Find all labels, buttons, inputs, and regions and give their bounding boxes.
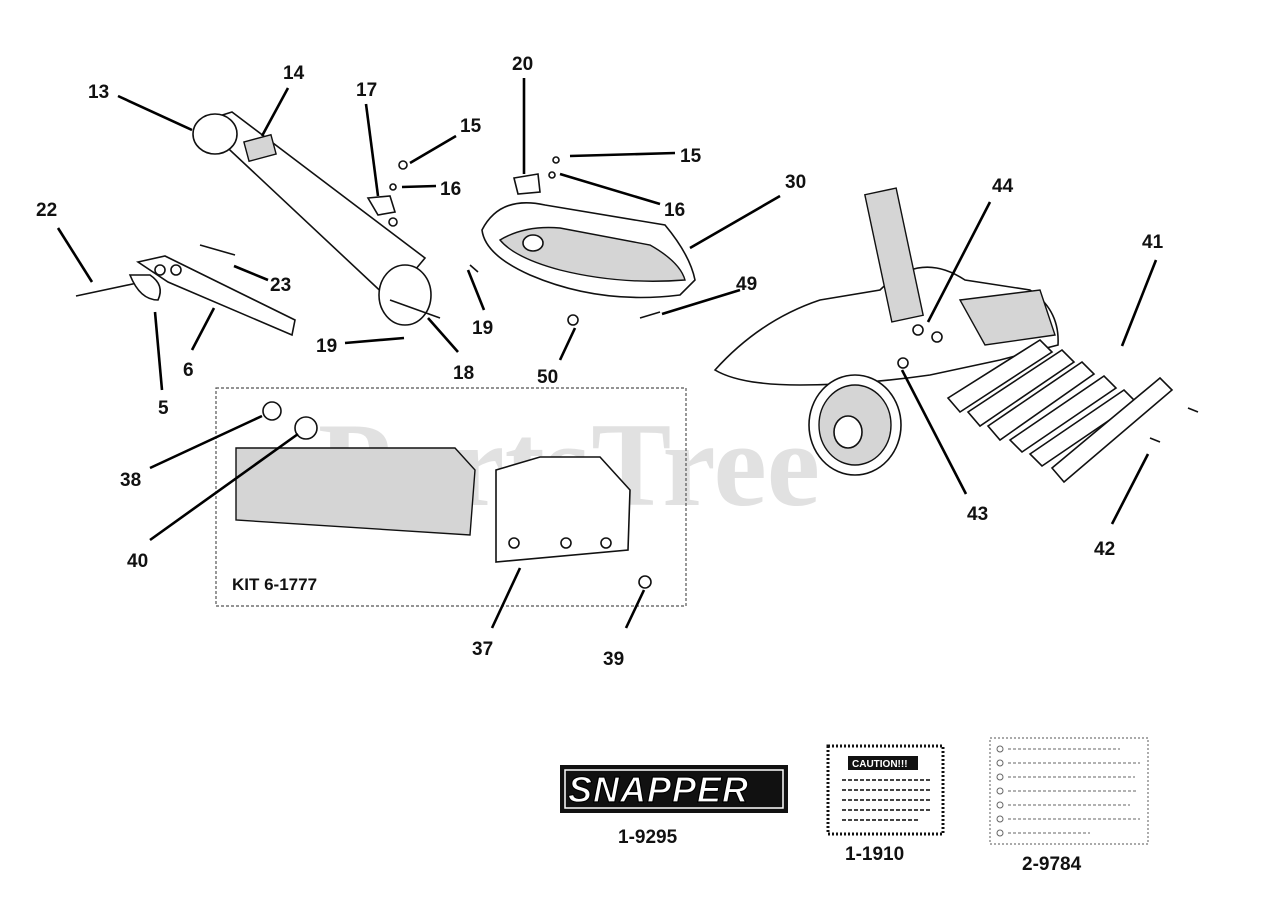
decal-instructions: 2-9784 xyxy=(989,737,1149,875)
callouts: 13 14 17 15 16 20 15 16 30 44 22 23 41 4… xyxy=(36,54,1164,670)
kit-label: KIT 6-1777 xyxy=(232,575,317,594)
baffle-plates-41 xyxy=(946,338,1199,484)
snapper-logo: SNAPPER xyxy=(568,769,749,810)
part-number-1-9295: 1-9295 xyxy=(618,827,678,848)
callout-16: 16 xyxy=(664,200,685,221)
callout-6: 6 xyxy=(183,360,194,381)
decal-snapper: SNAPPER 1-9295 xyxy=(560,765,788,848)
callout-19: 19 xyxy=(316,336,337,357)
callout-50: 50 xyxy=(537,367,558,388)
callout-20: 20 xyxy=(512,54,533,75)
callout-49: 49 xyxy=(736,274,757,295)
callout-39: 39 xyxy=(603,649,624,670)
callout-15: 15 xyxy=(460,116,482,137)
callout-43: 43 xyxy=(967,504,988,525)
callout-30: 30 xyxy=(785,172,806,193)
callout-22: 22 xyxy=(36,200,57,221)
callout-42: 42 xyxy=(1094,539,1115,560)
callout-41: 41 xyxy=(1142,232,1164,253)
callout-15: 15 xyxy=(680,146,702,167)
callout-23: 23 xyxy=(270,275,291,296)
kit-box: KIT 6-1777 xyxy=(215,387,687,607)
callout-5: 5 xyxy=(158,398,169,419)
mower-deck-assembly xyxy=(713,187,1059,476)
callout-16: 16 xyxy=(440,179,461,200)
callout-37: 37 xyxy=(472,639,493,660)
decal-caution: CAUTION!!! 1-1910 xyxy=(826,744,945,865)
caution-title: CAUTION!!! xyxy=(852,759,908,770)
callout-44: 44 xyxy=(992,176,1014,197)
callout-40: 40 xyxy=(127,551,148,572)
hardware-15-16-17 xyxy=(366,160,408,227)
part-number-1-1910: 1-1910 xyxy=(845,844,904,865)
leader-lines xyxy=(56,78,1158,629)
chute-deflector-30 xyxy=(469,156,696,326)
callout-17: 17 xyxy=(356,80,377,101)
part-number-2-9784: 2-9784 xyxy=(1022,854,1082,875)
clip-20 xyxy=(513,173,541,195)
callout-18: 18 xyxy=(453,363,474,384)
callout-13: 13 xyxy=(88,82,109,103)
linkage-5-6-22-23 xyxy=(75,244,296,337)
callout-38: 38 xyxy=(120,470,141,491)
callout-19: 19 xyxy=(472,318,493,339)
discharge-tube-13 xyxy=(192,111,441,326)
label-14 xyxy=(243,133,277,163)
callout-14: 14 xyxy=(283,63,305,84)
